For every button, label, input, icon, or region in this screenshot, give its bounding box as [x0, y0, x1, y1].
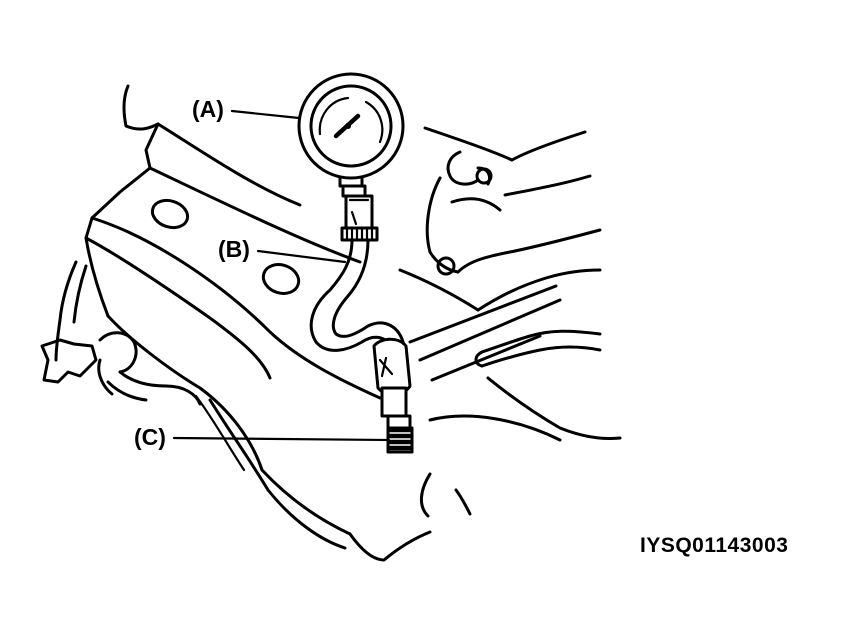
- callout-hose-label: (B): [218, 236, 250, 262]
- callout-gauge-label: (A): [192, 96, 224, 122]
- intake-manifold-pipes: [398, 126, 622, 518]
- figure-code: IYSQ01143003: [640, 534, 789, 557]
- callout-adapter-label: (C): [134, 424, 166, 450]
- left-bracket-wiring: [40, 260, 202, 406]
- plug-adapter: [372, 337, 414, 454]
- flexible-hose: [309, 238, 406, 352]
- compression-gauge: [297, 72, 405, 242]
- leader-lines: [172, 109, 391, 442]
